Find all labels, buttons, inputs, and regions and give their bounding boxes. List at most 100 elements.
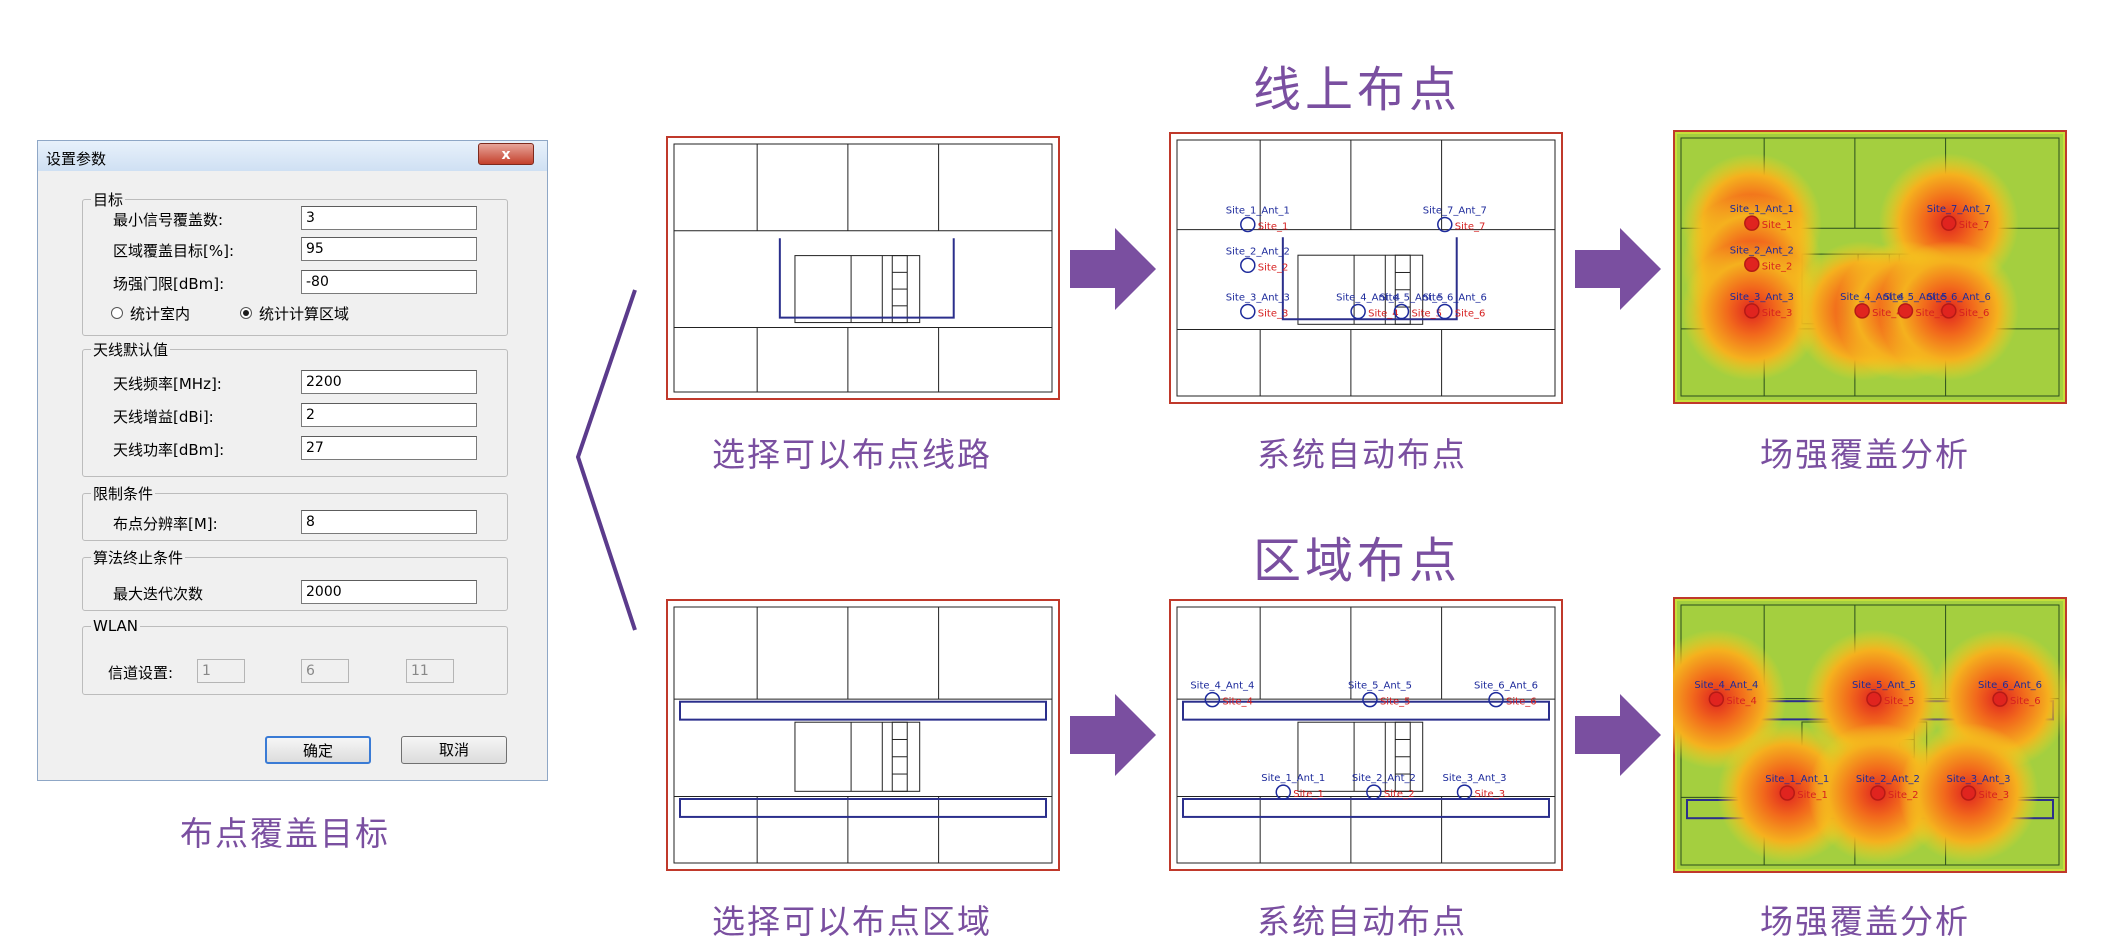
antenna-label: Site_6_Ant_6 [1927,292,1991,303]
antenna-label: Site_3_Ant_3 [1947,774,2011,785]
selected-area-band [679,798,1047,818]
antenna-label: Site_4_Ant_4 [1694,680,1758,691]
resolution-label: 布点分辨率[M]: [113,515,218,533]
arrow-right-icon [1070,228,1156,310]
floorplan-area-select[interactable] [666,599,1060,871]
radio-indoor[interactable] [111,307,123,319]
site-label: Site_4 [1222,697,1253,708]
caption-row1-auto: 系统自动布点 [1257,435,1467,474]
building-outline [1176,606,1556,864]
site-label: Site_3 [1979,790,2010,801]
caption-row2-select: 选择可以布点区域 [712,902,992,941]
radio-indoor-label: 统计室内 [130,305,191,323]
antenna-marker [1708,691,1725,707]
antenna-marker [1350,303,1366,320]
channel-input-3[interactable] [406,659,454,683]
antenna-label: Site_1_Ant_1 [1226,205,1290,216]
radio-calc-area-label: 统计计算区域 [259,305,350,323]
panel-frame [666,136,1060,400]
antenna-marker [1866,691,1882,707]
selected-area-band [1182,700,1550,721]
antenna-label: Site_2_Ant_2 [1352,773,1416,784]
radio-calc-area[interactable] [240,307,252,319]
antenna-marker [1437,303,1453,320]
close-button[interactable]: x [478,143,534,165]
arrow-right-icon [1575,694,1661,776]
antenna-label: Site_4_Ant_4 [1336,293,1400,304]
power-input[interactable] [301,436,477,460]
group-target-legend: 目标 [93,191,124,209]
selected-area-band [679,700,1047,721]
building-outline [1176,139,1556,397]
group-stop-legend: 算法终止条件 [93,549,184,567]
antenna-marker [1897,303,1914,319]
antenna-label: Site_3_Ant_3 [1730,292,1794,303]
core-block [1297,721,1424,792]
selected-area-band [1182,798,1550,818]
antenna-marker [1393,303,1410,320]
group-antenna: 天线默认值 [82,339,508,477]
dialog-title: 设置参数 [46,150,107,168]
antenna-label: Site_5_Ant_5 [1883,292,1947,303]
antenna-label: Site_6_Ant_6 [1978,680,2042,691]
building-outline [673,606,1053,864]
antenna-label: Site_2_Ant_2 [1226,246,1290,257]
site-label: Site_4 [1872,308,1903,319]
antenna-label: Site_6_Ant_6 [1474,681,1538,692]
site-label: Site_2 [1384,789,1415,800]
field-threshold-label: 场强门限[dBm]: [113,275,225,293]
floorplan-auto-sites-line[interactable]: Site_1_Ant_1Site_1Site_7_Ant_7Site_7Site… [1169,132,1563,404]
site-label: Site_1 [1762,220,1793,231]
site-label: Site_3 [1475,789,1506,800]
antenna-label: Site_6_Ant_6 [1423,293,1487,304]
antenna-marker [1941,215,1957,231]
antenna-label: Site_7_Ant_7 [1927,204,1991,215]
antenna-marker [1362,691,1378,708]
resolution-input[interactable] [301,510,477,534]
building-outline [673,143,1053,393]
antenna-marker [1992,691,2008,707]
site-label: Site_6 [1959,308,1990,319]
antenna-label: Site_5_Ant_5 [1852,680,1916,691]
heatmap-area[interactable]: Site_4_Ant_4Site_4Site_5_Ant_5Site_5Site… [1673,597,2067,873]
site-label: Site_1 [1797,790,1828,801]
group-limits: 限制条件 [82,483,508,541]
group-wlan-legend: WLAN [93,617,139,635]
group-stop: 算法终止条件 [82,547,508,611]
antenna-marker [1204,691,1221,708]
group-wlan: WLAN [82,617,508,695]
antenna-marker [1854,303,1870,319]
field-threshold-input[interactable] [301,270,477,294]
floorplan-route-select[interactable] [666,136,1060,400]
site-label: Site_4 [1726,696,1757,707]
antenna-marker [1744,256,1760,273]
row2-heading: 区域布点 [1253,533,1462,589]
site-label: Site_7 [1455,221,1486,232]
dialog-titlebar[interactable]: 设置参数 x [38,141,547,171]
channel-input-1[interactable] [197,659,245,683]
antenna-label: Site_1_Ant_1 [1261,773,1325,784]
antenna-label: Site_1_Ant_1 [1730,204,1794,215]
freq-label: 天线频率[MHz]: [113,375,222,393]
site-label: Site_2 [1762,261,1793,272]
freq-input[interactable] [301,370,477,394]
heatmap-line[interactable]: Site_1_Ant_1Site_1Site_7_Ant_7Site_7Site… [1673,130,2067,404]
area-coverage-label: 区域覆盖目标[%]: [113,242,235,260]
min-signal-input[interactable] [301,206,477,230]
antenna-marker [1456,784,1473,800]
iter-label: 最大迭代次数 [113,585,204,603]
area-coverage-input[interactable] [301,237,477,261]
antenna-marker [1240,303,1256,320]
gain-input[interactable] [301,403,477,427]
floorplan-auto-sites-area[interactable]: Site_4_Ant_4Site_4Site_5_Ant_5Site_5Site… [1169,599,1563,871]
ok-button[interactable]: 确定 [265,736,371,764]
antenna-marker [1960,785,1977,801]
antenna-marker [1240,257,1256,274]
cancel-button[interactable]: 取消 [401,736,507,764]
iter-input[interactable] [301,580,477,604]
site-label: Site_5 [1411,309,1442,320]
channel-input-2[interactable] [301,659,349,683]
core-block [794,721,921,792]
channel-label: 信道设置: [108,664,174,682]
panel-frame [1169,132,1563,404]
